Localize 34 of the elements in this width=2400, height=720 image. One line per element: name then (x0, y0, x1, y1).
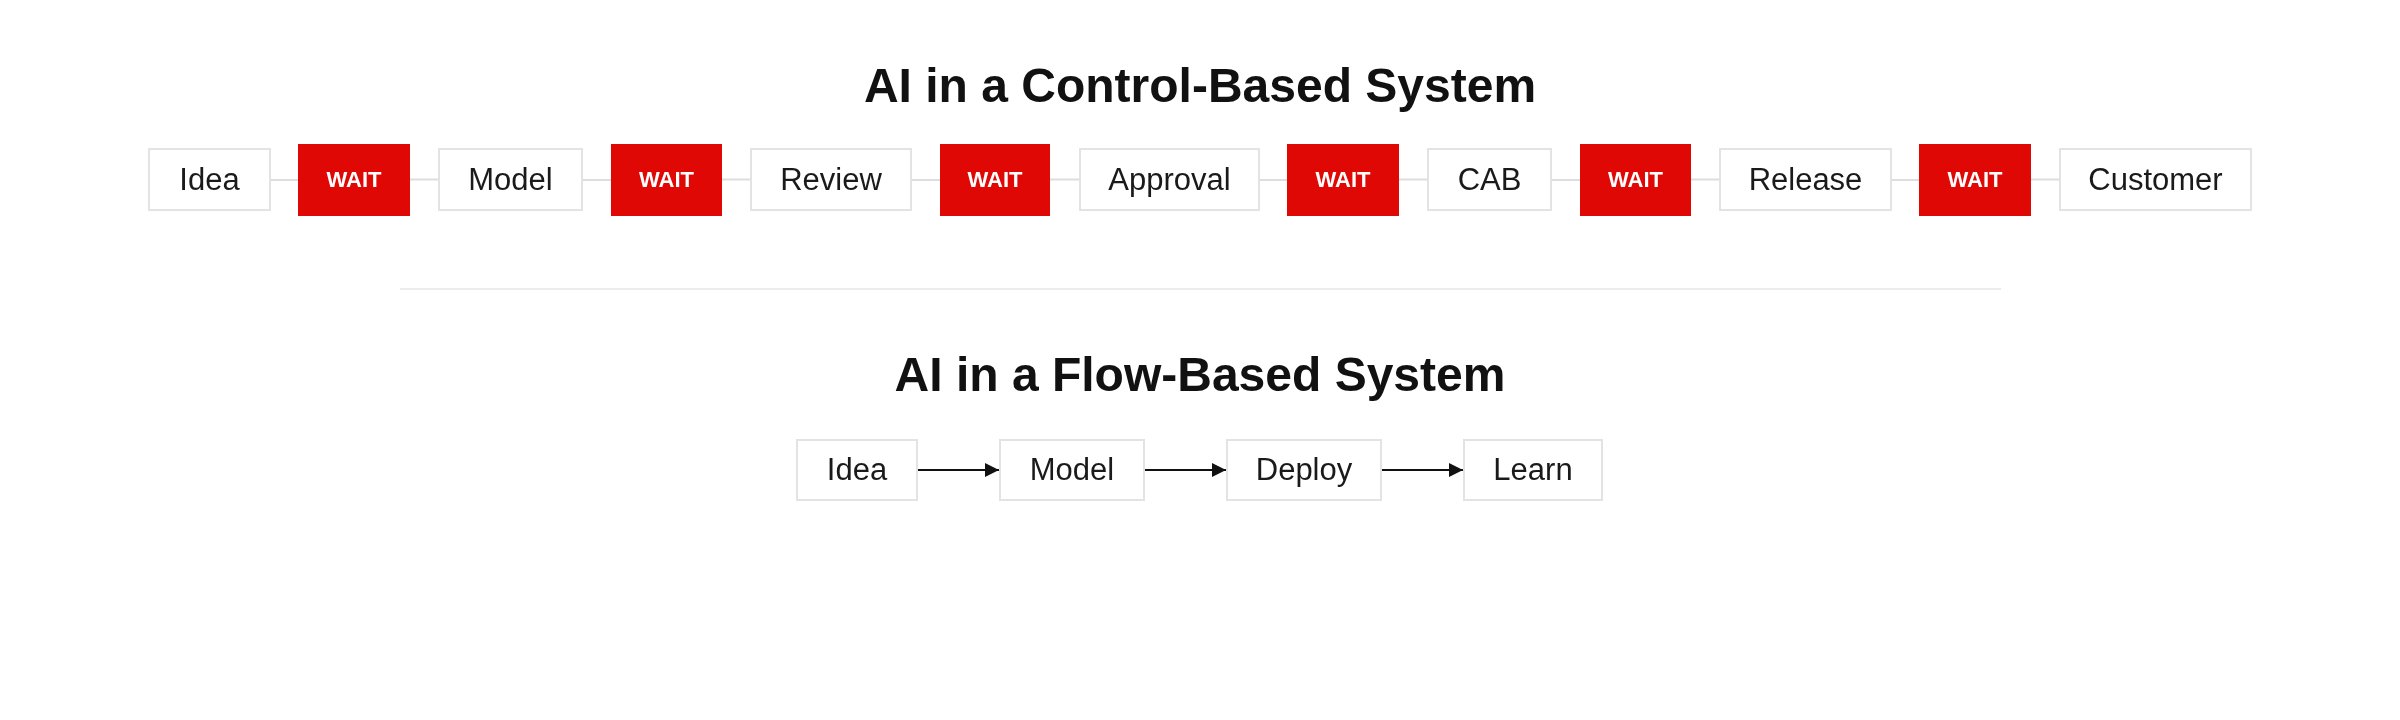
connector-line (1398, 178, 1428, 181)
process-box: Model (438, 148, 583, 211)
process-box: Idea (148, 148, 271, 211)
connector-line (582, 179, 612, 181)
wait-block: WAIT (298, 144, 410, 216)
process-box: Learn (1463, 439, 1603, 501)
connector-line (721, 178, 751, 181)
wait-block: WAIT (1580, 144, 1691, 216)
wait-block: WAIT (611, 144, 722, 216)
connector-line (1049, 178, 1080, 181)
connector-line (1891, 179, 1920, 181)
connector-line (1551, 179, 1581, 181)
process-box: Deploy (1226, 439, 1382, 501)
section-heading: AI in a Control-Based System (862, 58, 1538, 113)
wait-block: WAIT (1287, 144, 1399, 216)
arrow (1144, 463, 1227, 477)
connector-line (270, 179, 299, 181)
arrow (917, 463, 1000, 477)
connector-line (1690, 178, 1720, 181)
connector-line (409, 178, 439, 181)
process-box: Release (1719, 148, 1892, 211)
wait-block: WAIT (1919, 144, 2031, 216)
process-box: Approval (1079, 148, 1260, 211)
process-box: Idea (796, 439, 918, 501)
connector-line (1259, 179, 1288, 181)
process-box: Review (750, 148, 912, 211)
process-box: Customer (2059, 148, 2252, 211)
wait-block: WAIT (940, 144, 1050, 216)
section-heading: AI in a Flow-Based System (893, 347, 1507, 402)
arrow (1381, 463, 1464, 477)
connector-line (2030, 178, 2060, 181)
process-box: Model (999, 439, 1145, 501)
connector-line (911, 179, 941, 181)
process-box: CAB (1427, 148, 1552, 211)
